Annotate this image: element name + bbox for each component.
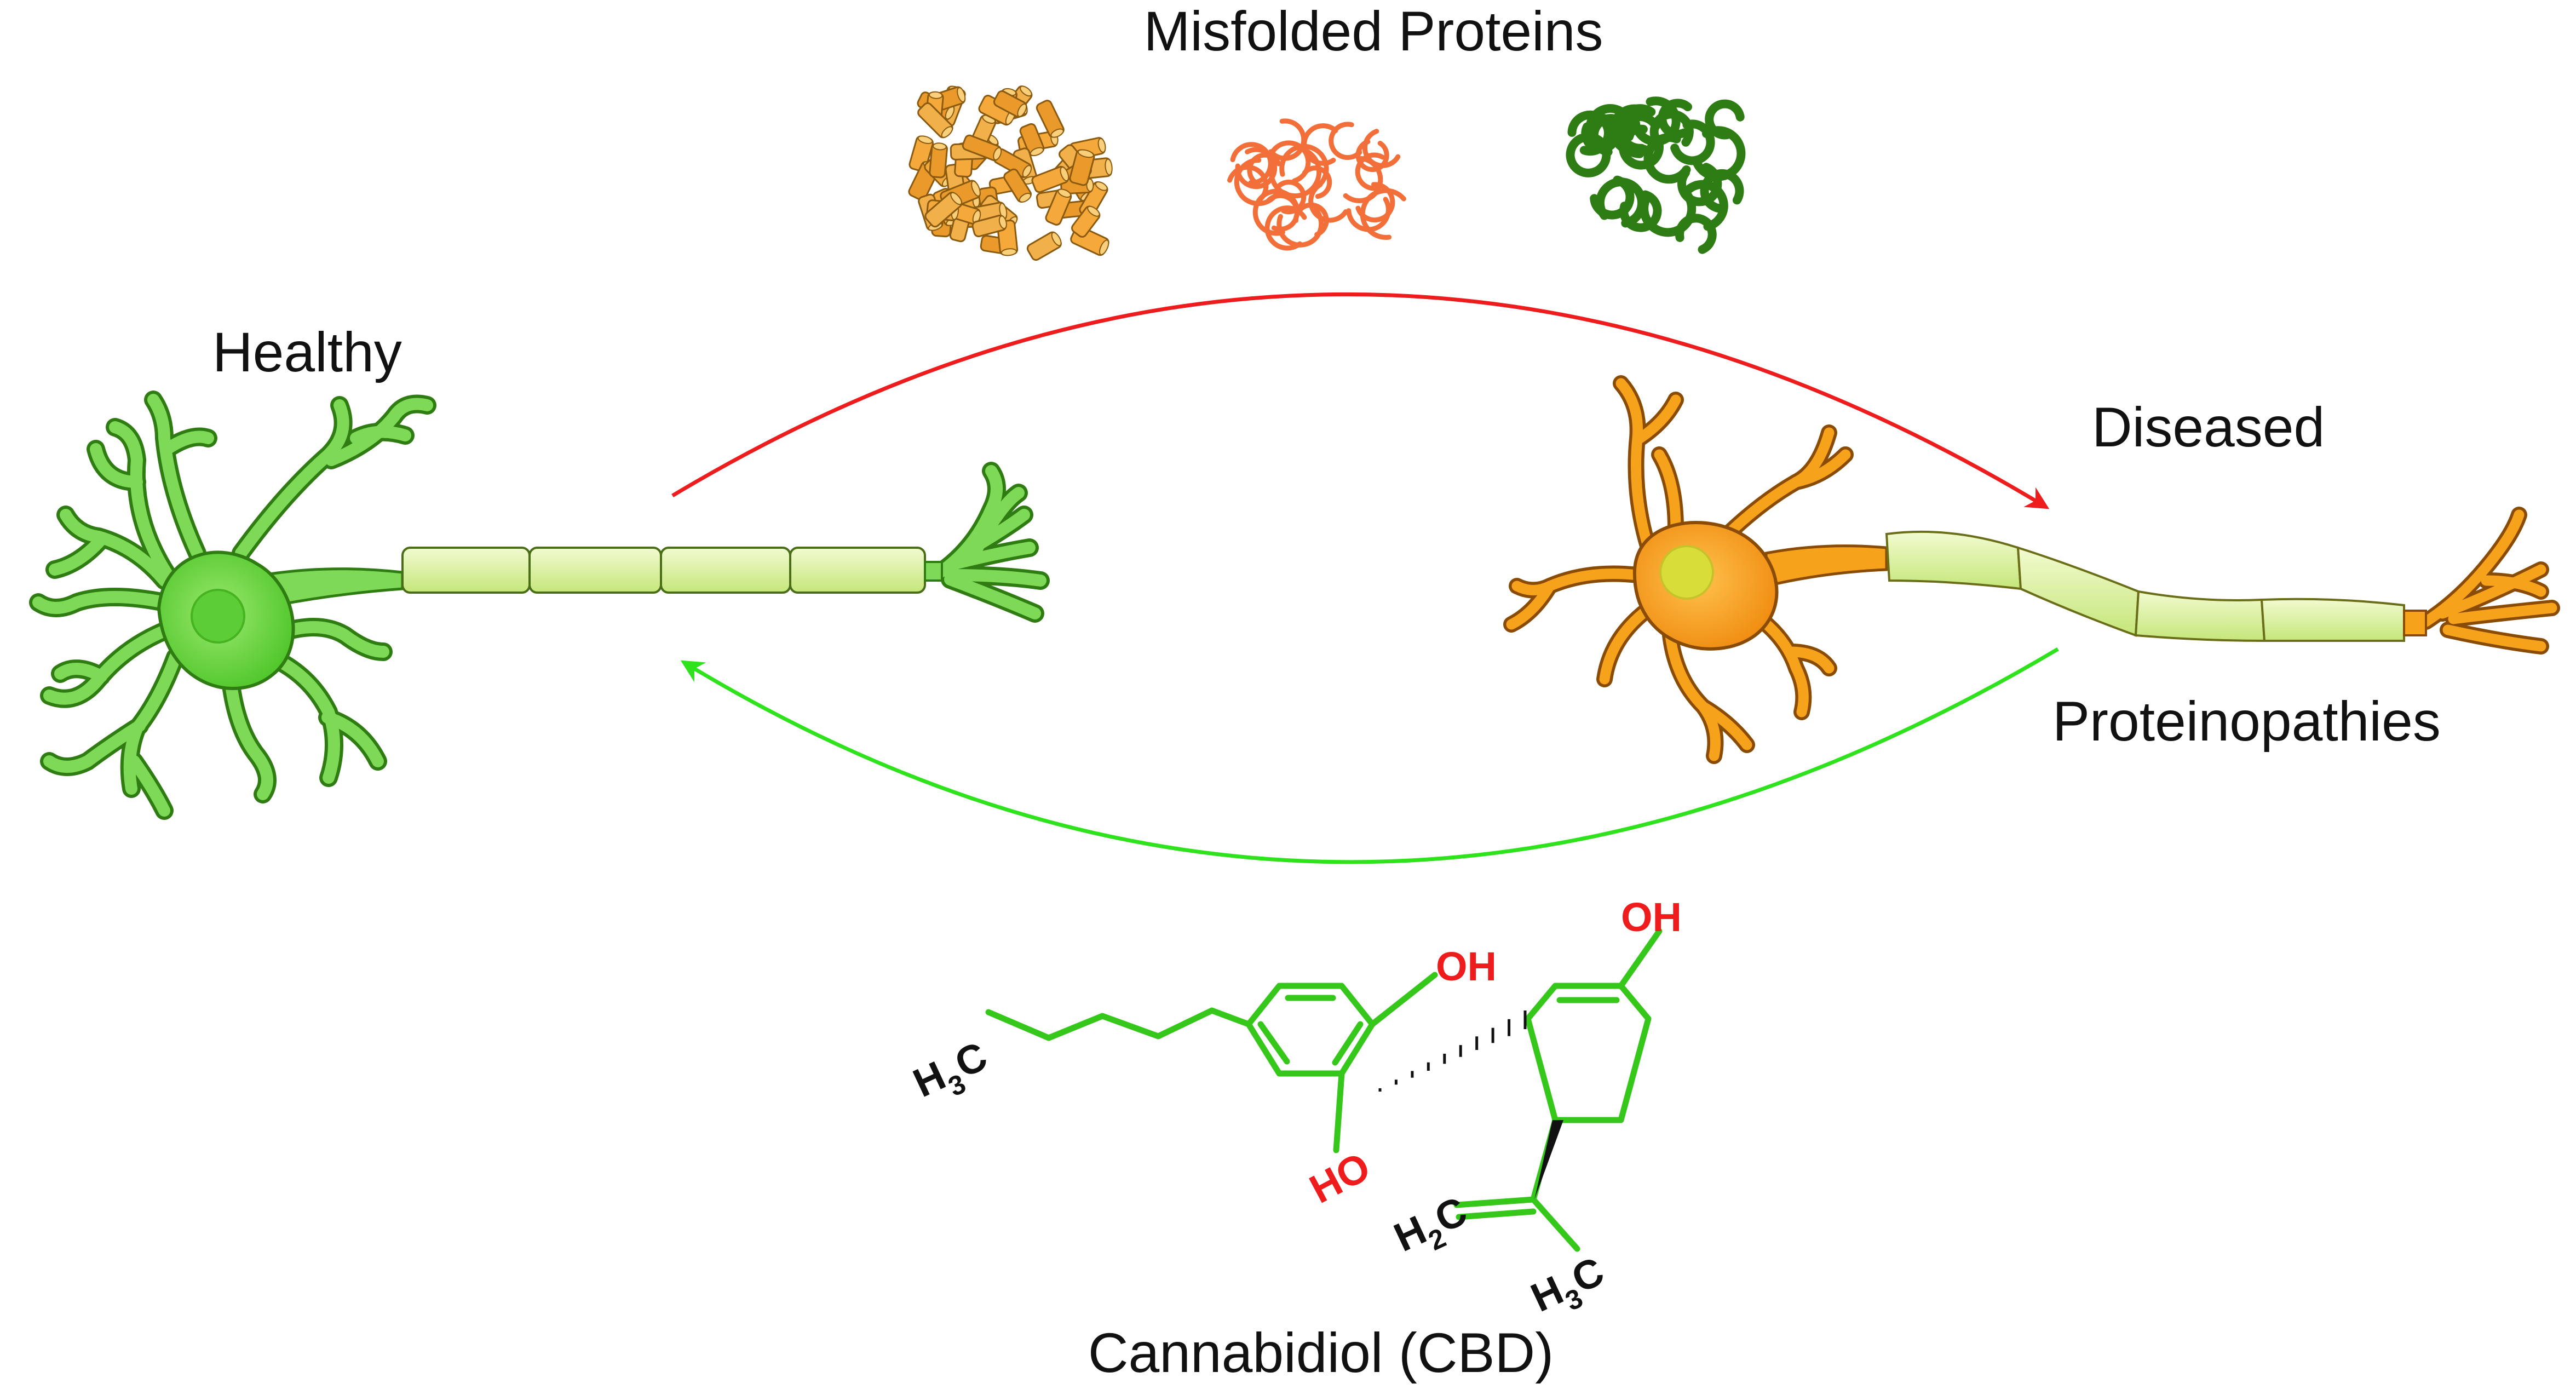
h2c-label: H 2 C: [1387, 1188, 1474, 1260]
cbd-structure-icon: OH OH HO H 3 C H 2 C H 3 C: [906, 894, 1682, 1321]
ho-label: HO: [1302, 1144, 1377, 1212]
disease-progression-arrow: [671, 292, 2050, 509]
oligomer-coil-icon: [1227, 118, 1406, 251]
healthy-neuron-icon: [29, 391, 1050, 820]
proteinopathies-label: Proteinopathies: [2052, 690, 2441, 753]
healthy-label: Healthy: [212, 321, 402, 383]
amyloid-fibril-cluster-icon: [908, 85, 1113, 261]
diseased-neuron-icon: [1503, 375, 2560, 764]
diseased-label: Diseased: [2092, 396, 2325, 458]
oh-label-cyclohexene: OH: [1621, 894, 1682, 940]
h3c-label-methyl: H 3 C: [1524, 1248, 1611, 1321]
aggregate-coil-icon: [1566, 96, 1746, 254]
cbd-label: Cannabidiol (CBD): [1088, 1322, 1554, 1384]
h3c-label-pentyl: H 3 C: [906, 1033, 994, 1106]
cbd-recovery-arrow: [680, 647, 2059, 864]
misfolded-proteins-title: Misfolded Proteins: [1143, 0, 1603, 62]
oh-label-aromatic: OH: [1436, 944, 1497, 989]
